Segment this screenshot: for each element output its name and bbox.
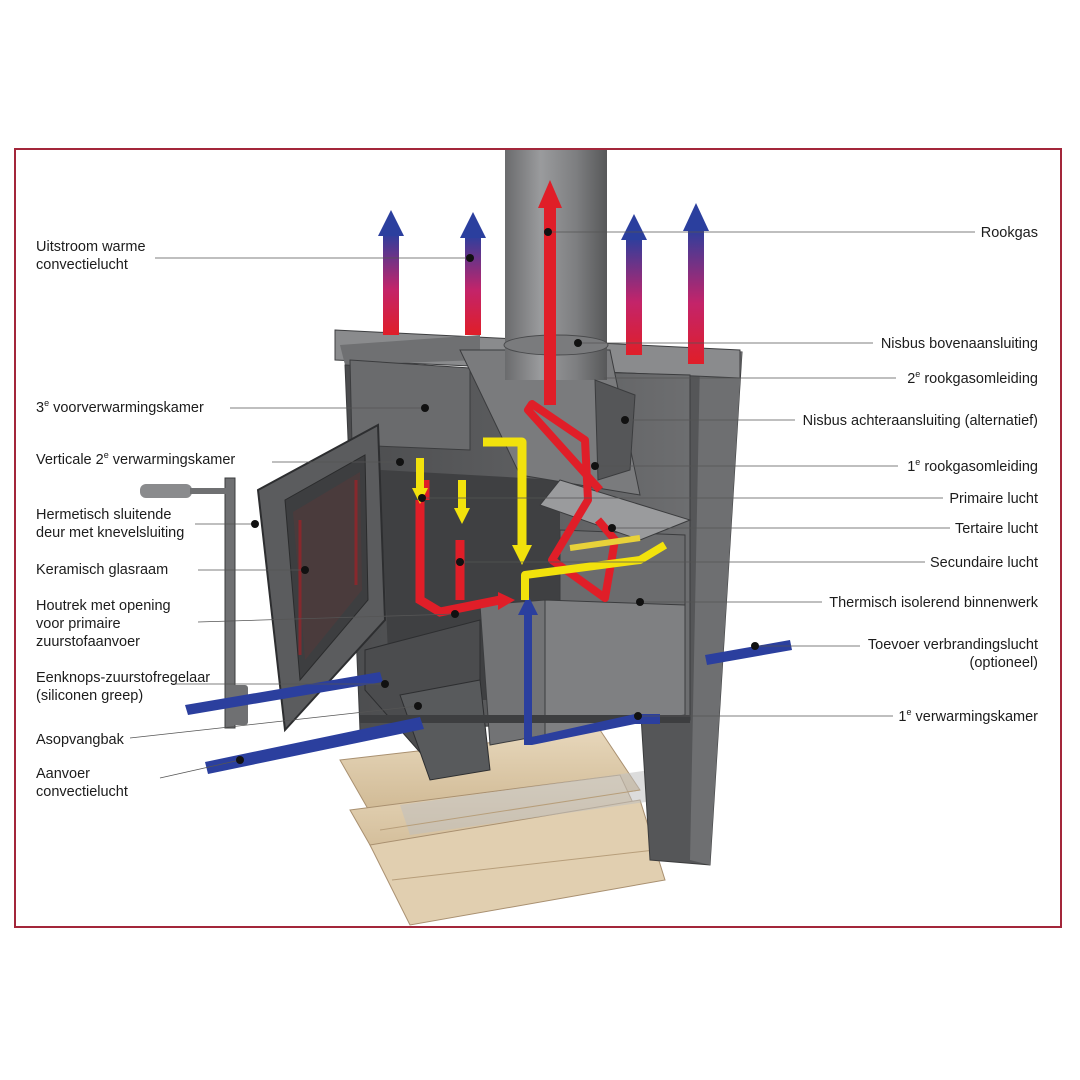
stove-body <box>334 329 741 781</box>
label-thermisch-isolerend-binnenwerk: Thermisch isolerend binnenwerk <box>829 595 1038 611</box>
label-secundaire-lucht: Secundaire lucht <box>929 555 1038 571</box>
label-hermetisch-sluitende-deur: Hermetisch sluitende deur met knevelslui… <box>36 507 185 541</box>
label-3e-voorverwarmingskamer: 3e voorverwarmingskamer <box>36 398 204 417</box>
label-toevoer-verbrandingslucht: Toevoer verbrandingslucht (optioneel) <box>867 637 1038 671</box>
label-tertaire-lucht: Tertaire lucht <box>954 521 1038 537</box>
label-1e-rookgasomleiding: 1e rookgasomleiding <box>907 457 1038 476</box>
label-primaire-lucht: Primaire lucht <box>949 491 1038 507</box>
label-aanvoer-convectielucht: Aanvoer convectielucht <box>36 766 128 800</box>
label-nisbus-bovenaansluiting: Nisbus bovenaansluiting <box>880 336 1038 352</box>
diagram-frame <box>14 148 1062 928</box>
leader-lines <box>129 228 975 779</box>
label-1e-verwarmingskamer: 1e verwarmingskamer <box>898 707 1038 726</box>
flue-gas-arrows <box>415 180 619 617</box>
label-2e-rookgasomleiding: 2e rookgasomleiding <box>907 369 1038 388</box>
label-uitstroom-warme-convectielucht: Uitstroom warme convectielucht <box>36 239 146 273</box>
label-keramisch-glasraam: Keramisch glasraam <box>36 562 169 578</box>
label-nisbus-achteraansluiting: Nisbus achteraansluiting (alternatief) <box>802 413 1038 429</box>
label-verticale-2e-verwarmingskamer: Verticale 2e verwarmingskamer <box>36 450 236 469</box>
label-eenknops-zuurstofregelaar: Eenknops-zuurstofregelaar (siliconen gre… <box>36 670 211 704</box>
cold-air-inlets <box>185 595 792 774</box>
combustion-air-arrows <box>412 437 668 600</box>
label-rookgas: Rookgas <box>980 225 1038 241</box>
label-asopvangbak: Asopvangbak <box>36 732 124 748</box>
stove-door <box>140 423 387 733</box>
label-houtrek: Houtrek met opening voor primaire zuurst… <box>36 598 171 650</box>
firewood-logs <box>339 729 666 926</box>
